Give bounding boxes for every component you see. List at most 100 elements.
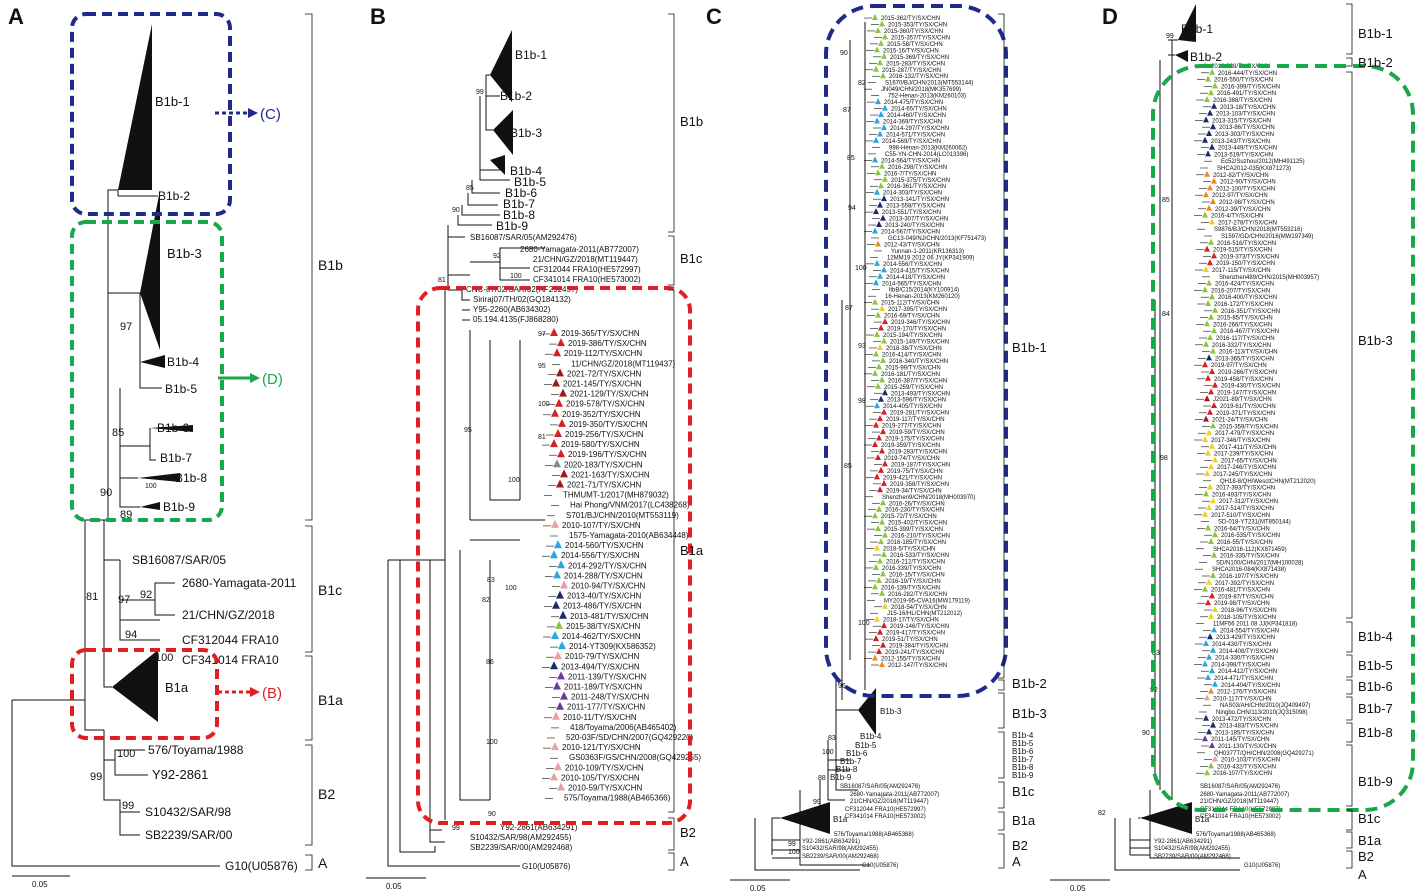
leaf-label: 2016-181/TY/SX/CHN <box>881 372 940 378</box>
leaf-label: MY2019-95-CVA16(MW179119) <box>884 598 970 604</box>
leaf-label: Shenzhen489/CHN/2015(MH003957) <box>1219 275 1319 281</box>
leaf-label: 2012-39/TY/SX/CHN <box>1215 207 1271 213</box>
leaf-label: 2016-15/TY/SX/CHN <box>889 572 945 578</box>
leaf-label: 2015-85/TY/SX/CHN <box>1217 316 1273 322</box>
leaf-label: 2010-117/TY/SX/CHN <box>1213 696 1272 702</box>
leaf-label: 2013-365/TY/SX/CHN <box>1215 356 1274 362</box>
sample-marker-icon <box>1202 436 1208 442</box>
leaf-label: S10432/SAR/98 <box>145 805 231 819</box>
leaf-label: 2014-297/TY/SX/CHN <box>890 126 949 132</box>
sample-marker-icon <box>877 486 883 493</box>
panel-b-label: B <box>370 4 386 29</box>
leaf-label: 2012-147/TY/SX/CHN <box>888 663 947 669</box>
bootstrap-value: 85 <box>466 185 474 192</box>
sample-marker-icon <box>875 311 881 318</box>
sample-marker-icon <box>553 459 561 468</box>
leaf-label: 2019-578/TY/SX/CHN <box>566 400 645 409</box>
leaf-label: CF312044 FRA10 <box>182 633 279 647</box>
sample-marker-icon <box>1211 402 1217 408</box>
sample-marker-icon <box>550 550 558 559</box>
sample-marker-icon <box>872 512 878 519</box>
leaf-label: 2017-278/TY/SX/CHN <box>1218 220 1277 226</box>
leaf-label: Y92-2861(AB634291) <box>1154 839 1212 845</box>
leaf-label: 2016-516/TY/SX/CHN <box>1217 241 1276 247</box>
bracket-label: B1b-7 <box>1012 755 1034 764</box>
leaf-label: 576/Toyama/1988 <box>148 743 244 757</box>
sample-marker-icon <box>1212 306 1218 313</box>
sample-marker-icon <box>873 563 879 570</box>
sample-marker-icon <box>1209 218 1215 225</box>
leaf-label: S10432/SAR/98(AM292455) <box>1154 846 1230 852</box>
leaf-label: 2019-187/TY/SX/CHN <box>891 462 950 468</box>
leaf-label: 2013-18/TY/SX/CHN <box>1220 105 1276 111</box>
leaf-label: 2014-415/TY/SX/CHN <box>890 268 949 274</box>
leaf-label: 2016-69/TY/SX/CHN <box>884 314 940 320</box>
sample-marker-icon <box>882 175 888 182</box>
leaf-label: 2017-65/TY/SX/CHN <box>1221 458 1277 464</box>
sample-marker-icon <box>878 395 884 402</box>
sample-marker-icon <box>1208 538 1214 544</box>
bootstrap-value: 98 <box>1160 455 1168 462</box>
leaf-label: 2016-230/TY/SX/CHN <box>885 508 944 514</box>
leaf-label: 2016-132/TY/SX/CHN <box>889 74 948 80</box>
bracket-label: B1a <box>1012 813 1036 828</box>
leaf-label: 2016-400/TY/SX/CHN <box>1218 295 1277 301</box>
clade-label: B1a <box>165 680 189 695</box>
sample-marker-icon <box>1207 408 1213 415</box>
bracket-label: B1a <box>680 543 704 558</box>
leaf-label: 2016-387/TY/SX/CHN <box>888 378 947 384</box>
leaf-label: 2013-429/TY/SX/CHN <box>1216 635 1275 641</box>
bootstrap-value: 92 <box>493 253 501 260</box>
leaf-label: CF341014 FRA10(HE573002) <box>533 275 641 284</box>
sample-marker-icon <box>1204 694 1210 701</box>
sample-marker-icon <box>1211 551 1217 558</box>
leaf-label: 2015-72/TY/SX/CHN <box>881 514 937 520</box>
leaf-label: SB2239/SAR/00 <box>145 828 233 842</box>
bootstrap-value: 83 <box>487 577 495 584</box>
leaf-label: 2016-535/TY/SX/CHN <box>1221 533 1280 539</box>
sample-marker-icon <box>555 398 563 407</box>
leaf-label: 2018-54/TY/SX/CHN <box>891 605 947 611</box>
leaf-label: SB2239/SAR/00(AM292468) <box>470 843 573 852</box>
bootstrap-value: 100 <box>117 748 135 760</box>
leaf-label: 2014-462/TY/SX/CHN <box>562 632 641 641</box>
sample-marker-icon <box>1204 245 1210 252</box>
leaf-label: S9876/BJ/CHN/2018(MT553216) <box>1214 227 1302 233</box>
clade-label: B1b-2 <box>500 89 532 103</box>
sample-marker-icon <box>557 338 565 347</box>
sample-marker-icon <box>877 557 883 564</box>
sample-marker-icon <box>874 402 880 409</box>
leaf-label: 2010-79/TY/SX/CHN <box>565 652 639 661</box>
sample-marker-icon <box>1212 531 1218 538</box>
leaf-label: 2016-414/TY/SX/CHN <box>882 352 941 358</box>
leaf-label: 2016-491/TY/SX/CHN <box>1217 91 1276 97</box>
leaf-label: 2011-130/TY/SX/CHN <box>1218 744 1277 750</box>
leaf-label: 2013-86/TY/SX/CHN <box>1219 125 1275 131</box>
leaf-label: Ec52/Suzhou/2012(MH491125) <box>1221 159 1305 165</box>
sample-marker-icon <box>1210 721 1216 728</box>
leaf-label: 2017-346/TY/SX/CHN <box>1211 438 1270 444</box>
leaf-label: 05.194.4135(FJ868280) <box>473 315 559 324</box>
sample-marker-icon <box>557 560 565 569</box>
sample-marker-icon <box>876 648 882 655</box>
panel-a-label: A <box>8 4 24 29</box>
leaf-label: G10(U05876) <box>225 859 298 873</box>
bracket-label: B2 <box>1358 849 1374 864</box>
clade-label: B1b-9 <box>496 219 528 233</box>
leaf-label: 2014-405/TY/SX/CHN <box>883 404 942 410</box>
leaf-label: Y92-2861 <box>152 767 208 782</box>
bootstrap-value: 95 <box>538 363 546 370</box>
leaf-label: QH18-8/QH/WesctCHN(MT212020) <box>1220 479 1316 485</box>
bracket-label: B1b-8 <box>1358 725 1393 740</box>
sample-marker-icon <box>1206 429 1212 436</box>
leaf-label: ltbB/C15/2014(KY100914) <box>889 288 959 294</box>
sample-marker-icon <box>1205 449 1211 456</box>
leaf-label: 2013-494/TY/SX/CHN <box>561 662 640 671</box>
clade-label: B1b-4 <box>167 355 199 369</box>
sample-marker-icon <box>1212 606 1218 612</box>
sample-marker-icon <box>553 570 561 579</box>
leaf-label: 2016-117/TY/SX/CHN <box>1216 336 1275 342</box>
leaf-label: G10(U05876) <box>1244 863 1280 869</box>
bracket-label: B1b-3 <box>1012 706 1047 721</box>
clade-label: B1b-6 <box>846 749 868 758</box>
